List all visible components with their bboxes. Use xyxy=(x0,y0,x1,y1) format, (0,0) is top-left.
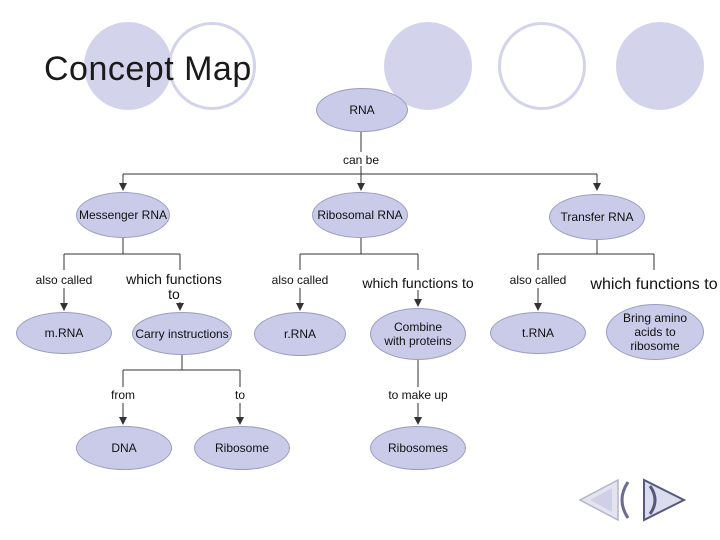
link-which-functions-to: which functions to xyxy=(362,275,474,291)
home-slide-button[interactable] xyxy=(610,478,640,522)
right-arrow-icon xyxy=(643,478,686,522)
node-trna: t.RNA xyxy=(490,312,586,354)
link-to-make-up: to make up xyxy=(388,388,448,402)
decor-circle xyxy=(384,22,472,110)
page-title: Concept Map xyxy=(44,50,252,88)
link-from: from xyxy=(111,388,135,402)
next-slide-button[interactable] xyxy=(640,478,686,522)
link-which-functions-to: which functions to xyxy=(590,276,718,293)
node-transfer-rna: Transfer RNA xyxy=(549,194,645,240)
prev-slide-button[interactable] xyxy=(578,478,620,522)
decor-circle xyxy=(616,22,704,110)
left-arrow-icon xyxy=(578,478,619,522)
node-ribosomal-rna: Ribosomal RNA xyxy=(312,192,408,238)
node-rna: RNA xyxy=(316,88,408,132)
node-dna: DNA xyxy=(76,426,172,470)
node-rrna: r.RNA xyxy=(254,312,346,356)
link-which-functions-to: which functions to xyxy=(126,271,222,302)
node-combine-with-proteins: Combine with proteins xyxy=(370,308,466,360)
node-mrna: m.RNA xyxy=(16,312,112,354)
node-ribosomes: Ribosomes xyxy=(370,426,466,470)
node-carry-instructions: Carry instructions xyxy=(132,312,232,355)
node-bring-amino-acids: Bring amino acids to ribosome xyxy=(606,304,704,360)
decor-ring xyxy=(498,22,586,110)
link-can-be: can be xyxy=(342,153,380,167)
node-ribosome: Ribosome xyxy=(194,426,290,470)
link-to: to xyxy=(234,388,245,402)
decor-circle xyxy=(84,22,172,110)
link-also-called: also called xyxy=(271,273,329,287)
decor-ring xyxy=(168,22,256,110)
link-also-called: also called xyxy=(509,273,567,287)
parenthesis-icon xyxy=(620,481,630,519)
node-messenger-rna: Messenger RNA xyxy=(76,192,170,238)
link-also-called: also called xyxy=(35,273,93,287)
